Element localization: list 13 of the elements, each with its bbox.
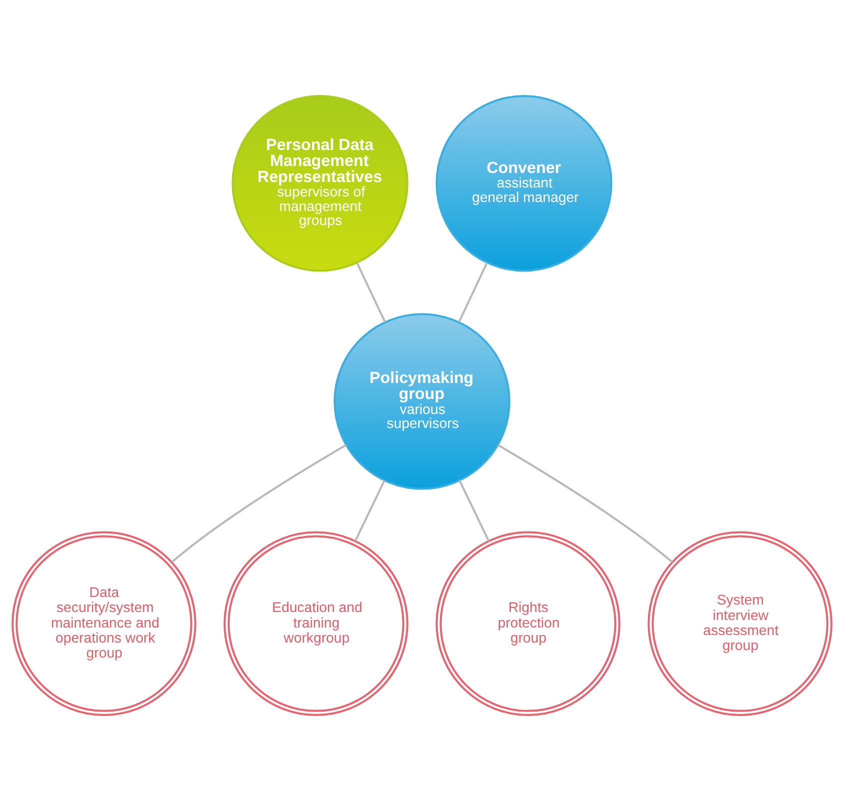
node-circle: Education and training workgroup <box>224 530 408 716</box>
connector <box>458 479 490 541</box>
node-circle: Personal Data Management Representatives supervisors of management groups <box>232 94 408 272</box>
connector <box>354 479 386 541</box>
node-circle: Policymaking group various supervisors <box>334 312 510 490</box>
connector <box>171 444 347 562</box>
node-circle: Data security/system maintenance and operations work group <box>12 530 196 716</box>
connector <box>356 262 386 322</box>
node-circle: Rights protection group <box>436 530 620 716</box>
connector <box>458 262 488 322</box>
connector <box>497 444 673 562</box>
node-circle: System interview assessment group <box>648 530 832 716</box>
node-circle: Convener assistant general manager <box>436 94 612 272</box>
